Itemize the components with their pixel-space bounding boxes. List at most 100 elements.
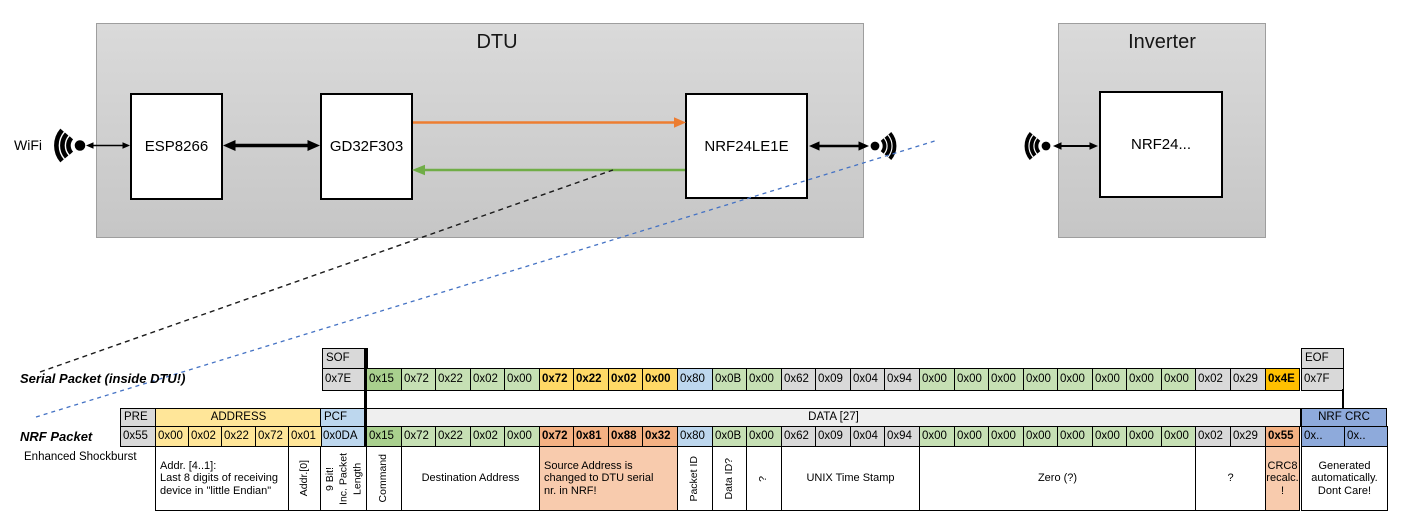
nrf-crc-header-cell: NRF CRC bbox=[1301, 408, 1387, 427]
annotation-cell: Destination Address bbox=[401, 446, 540, 511]
nrf-address-byte-cell: 0x02 bbox=[188, 426, 222, 447]
nrf-data-byte-cell: 0x22 bbox=[435, 426, 471, 447]
serial-byte-cell: 0x00 bbox=[746, 368, 782, 391]
sof-header-cell: SOF bbox=[322, 348, 368, 369]
nrf-data-byte-cell: 0x94 bbox=[884, 426, 920, 447]
inverter-title: Inverter bbox=[1128, 31, 1196, 53]
nrf-data-byte-cell: 0x88 bbox=[608, 426, 643, 447]
serial-byte-cell: 0x22 bbox=[435, 368, 471, 391]
chip-esp8266: ESP8266 bbox=[130, 93, 223, 200]
annotation-cell: Addr. [4..1]: Last 8 digits of receiving… bbox=[155, 446, 289, 511]
wifi-signal-icon bbox=[54, 128, 86, 163]
nrf-data-byte-cell: 0x00 bbox=[1161, 426, 1196, 447]
annotation-cell: Zero (?) bbox=[919, 446, 1196, 511]
annotation-cell: Source Address is changed to DTU serial … bbox=[539, 446, 678, 511]
radio-waves-icon-dtu bbox=[870, 132, 897, 160]
serial-byte-cell: 0x72 bbox=[539, 368, 574, 391]
wifi-label: WiFi bbox=[14, 137, 42, 153]
chip-inverter-nrf24: NRF24... bbox=[1099, 91, 1223, 198]
serial-byte-cell: 0x00 bbox=[504, 368, 540, 391]
nrf-data-byte-cell: 0x29 bbox=[1230, 426, 1266, 447]
serial-byte-cell: 0x29 bbox=[1230, 368, 1266, 391]
nrf-data-byte-cell: 0x00 bbox=[954, 426, 989, 447]
nrf-data-byte-cell: 0x00 bbox=[919, 426, 955, 447]
nrf-packet-label: NRF Packet bbox=[20, 429, 93, 444]
nrf-crc-byte-cell: 0x.. bbox=[1344, 426, 1388, 447]
serial-packet-label: Serial Packet (inside DTU!) bbox=[20, 371, 186, 386]
sof-value-cell: 0x7E bbox=[322, 368, 368, 391]
annotation-cell: CRC8 recalc. ! bbox=[1265, 446, 1300, 511]
serial-byte-cell: 0x00 bbox=[1161, 368, 1196, 391]
nrf-address-byte-cell: 0x22 bbox=[221, 426, 256, 447]
chip-gd32f303: GD32F303 bbox=[320, 93, 413, 200]
annotation-cell: Command bbox=[366, 446, 402, 511]
nrf-data-byte-cell: 0x00 bbox=[988, 426, 1024, 447]
eof-header-cell: EOF bbox=[1301, 348, 1344, 369]
serial-byte-cell: 0x94 bbox=[884, 368, 920, 391]
nrf-crc-byte-cell: 0x.. bbox=[1301, 426, 1345, 447]
serial-byte-cell: 0x09 bbox=[815, 368, 851, 391]
serial-byte-cell: 0x00 bbox=[919, 368, 955, 391]
pre-header-cell: PRE bbox=[120, 408, 157, 427]
serial-byte-cell: 0x00 bbox=[1023, 368, 1058, 391]
annotation-cell: Data ID? bbox=[712, 446, 747, 511]
nrf-data-byte-cell: 0x55 bbox=[1265, 426, 1300, 447]
nrf-data-byte-cell: 0x00 bbox=[1092, 426, 1127, 447]
nrf-address-byte-cell: 0x72 bbox=[255, 426, 289, 447]
serial-byte-cell: 0x15 bbox=[366, 368, 402, 391]
serial-byte-cell: 0x04 bbox=[850, 368, 885, 391]
eof-crc-connector-line bbox=[1342, 389, 1344, 409]
serial-byte-cell: 0x00 bbox=[642, 368, 678, 391]
annotation-cell: Addr.[0] bbox=[288, 446, 322, 511]
nrf-address-byte-cell: 0x00 bbox=[155, 426, 189, 447]
serial-byte-cell: 0x62 bbox=[781, 368, 816, 391]
nrf-data-byte-cell: 0x81 bbox=[573, 426, 609, 447]
address-header-cell: ADDRESS bbox=[155, 408, 322, 427]
annotation-cell: ? bbox=[746, 446, 782, 511]
serial-byte-cell: 0x00 bbox=[1126, 368, 1162, 391]
pcf-value-cell: 0x0DA bbox=[320, 426, 367, 447]
nrf-data-byte-cell: 0x02 bbox=[470, 426, 505, 447]
serial-byte-cell: 0x00 bbox=[988, 368, 1024, 391]
nrf-data-byte-cell: 0x72 bbox=[401, 426, 436, 447]
pre-value-cell: 0x55 bbox=[120, 426, 157, 447]
pcf-header-cell: PCF bbox=[320, 408, 367, 427]
nrf-data-byte-cell: 0x00 bbox=[746, 426, 782, 447]
enhanced-shockburst-label: Enhanced Shockburst bbox=[24, 451, 137, 463]
nrf-data-byte-cell: 0x02 bbox=[1195, 426, 1231, 447]
serial-byte-cell: 0x80 bbox=[677, 368, 713, 391]
annotation-cell: Generated automatically. Dont Care! bbox=[1301, 446, 1388, 511]
chip-nrf24le1e: NRF24LE1E bbox=[685, 93, 808, 199]
serial-byte-cell: 0x22 bbox=[573, 368, 609, 391]
nrf-data-byte-cell: 0x80 bbox=[677, 426, 713, 447]
serial-byte-cell: 0x4E bbox=[1265, 368, 1300, 391]
annotation-cell: UNIX Time Stamp bbox=[781, 446, 920, 511]
nrf-data-byte-cell: 0x00 bbox=[504, 426, 540, 447]
serial-byte-cell: 0x0B bbox=[712, 368, 747, 391]
nrf-data-byte-cell: 0x15 bbox=[366, 426, 402, 447]
annotation-cell: 9 Bit! Inc. Packet Length bbox=[320, 446, 368, 511]
annotation-cell: ? bbox=[1195, 446, 1266, 511]
nrf-data-byte-cell: 0x72 bbox=[539, 426, 574, 447]
nrf-data-byte-cell: 0x62 bbox=[781, 426, 816, 447]
nrf-data-byte-cell: 0x0B bbox=[712, 426, 747, 447]
nrf-data-byte-cell: 0x32 bbox=[642, 426, 678, 447]
nrf-data-byte-cell: 0x09 bbox=[815, 426, 851, 447]
eof-value-cell: 0x7F bbox=[1301, 368, 1344, 391]
dtu-title: DTU bbox=[476, 31, 518, 53]
serial-byte-cell: 0x02 bbox=[608, 368, 643, 391]
data-header-cell: DATA [27] bbox=[366, 408, 1301, 427]
serial-byte-cell: 0x00 bbox=[954, 368, 989, 391]
nrf-data-byte-cell: 0x00 bbox=[1126, 426, 1162, 447]
serial-byte-cell: 0x00 bbox=[1092, 368, 1127, 391]
nrf-address-byte-cell: 0x01 bbox=[288, 426, 322, 447]
nrf-data-byte-cell: 0x04 bbox=[850, 426, 885, 447]
serial-byte-cell: 0x00 bbox=[1057, 368, 1093, 391]
data-start-divider-line bbox=[364, 348, 367, 511]
annotation-cell: Packet ID bbox=[677, 446, 713, 511]
nrf-data-byte-cell: 0x00 bbox=[1057, 426, 1093, 447]
serial-byte-cell: 0x72 bbox=[401, 368, 436, 391]
nrf-data-byte-cell: 0x00 bbox=[1023, 426, 1058, 447]
serial-byte-cell: 0x02 bbox=[1195, 368, 1231, 391]
